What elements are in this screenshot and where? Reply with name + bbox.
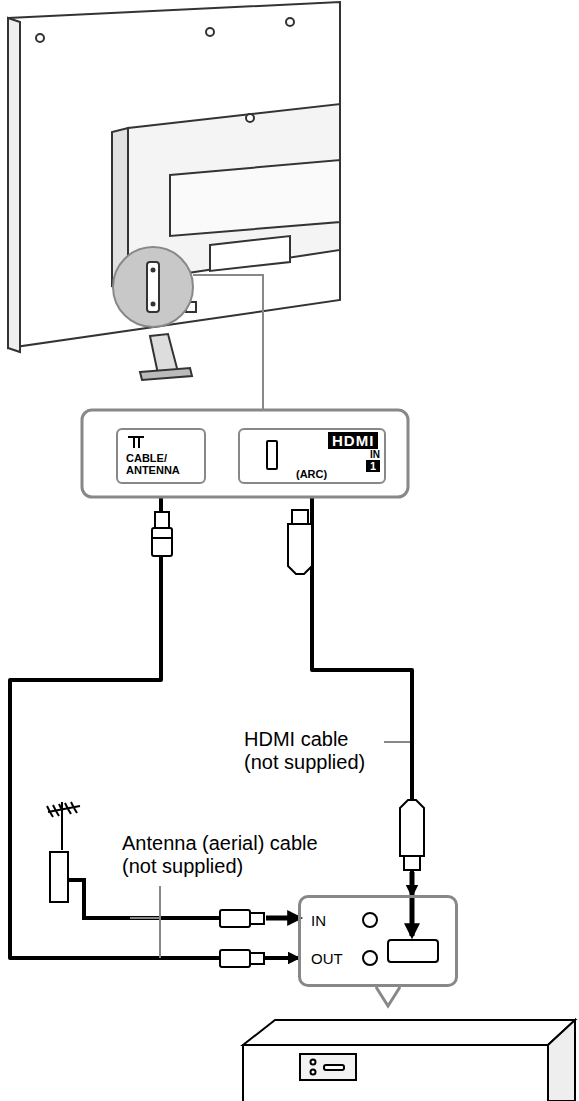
port-label: CABLE/ ANTENNA [126,452,196,476]
hdmi-logo: HDMI [328,432,378,449]
antenna-plug [220,910,264,927]
antenna-plug [220,950,264,967]
port-label: IN [311,912,326,930]
antenna-plug [152,512,172,556]
wire [68,880,220,918]
port-icon [266,440,278,470]
antenna-symbol [138,438,140,448]
hdmi-plug [400,800,424,870]
arrow [266,916,300,921]
set-top-box [243,1020,575,1101]
antenna-symbol [128,436,144,448]
tv-back [8,2,340,380]
cable-label: HDMI cable (not supplied) [244,728,382,774]
port-icon [147,262,159,312]
arrow [410,872,415,936]
callout-pointer [376,987,400,1006]
port-label: (ARC) [296,468,327,481]
port-label: IN [370,449,380,460]
cable-connector [10,484,298,958]
cable-label: Antenna (aerial) cable (not supplied) [122,832,327,878]
leader-line [130,917,160,919]
port-label: OUT [311,950,343,968]
cable-connector [312,484,412,895]
wall-antenna [47,802,80,902]
port-label: 1 [366,460,380,472]
hdmi-plug [288,510,312,574]
leader-line [193,275,263,410]
leader-line [384,741,410,743]
terminal-panel [82,410,408,497]
leader-line [159,886,161,958]
port-box: HDMIIN1 (ARC) [238,428,386,484]
antenna-symbol [133,438,135,448]
hdmi-port [388,940,438,962]
port-box: CABLE/ ANTENNA [116,428,206,484]
connector-panel: IN OUT [298,895,458,987]
magnifier [113,247,193,327]
